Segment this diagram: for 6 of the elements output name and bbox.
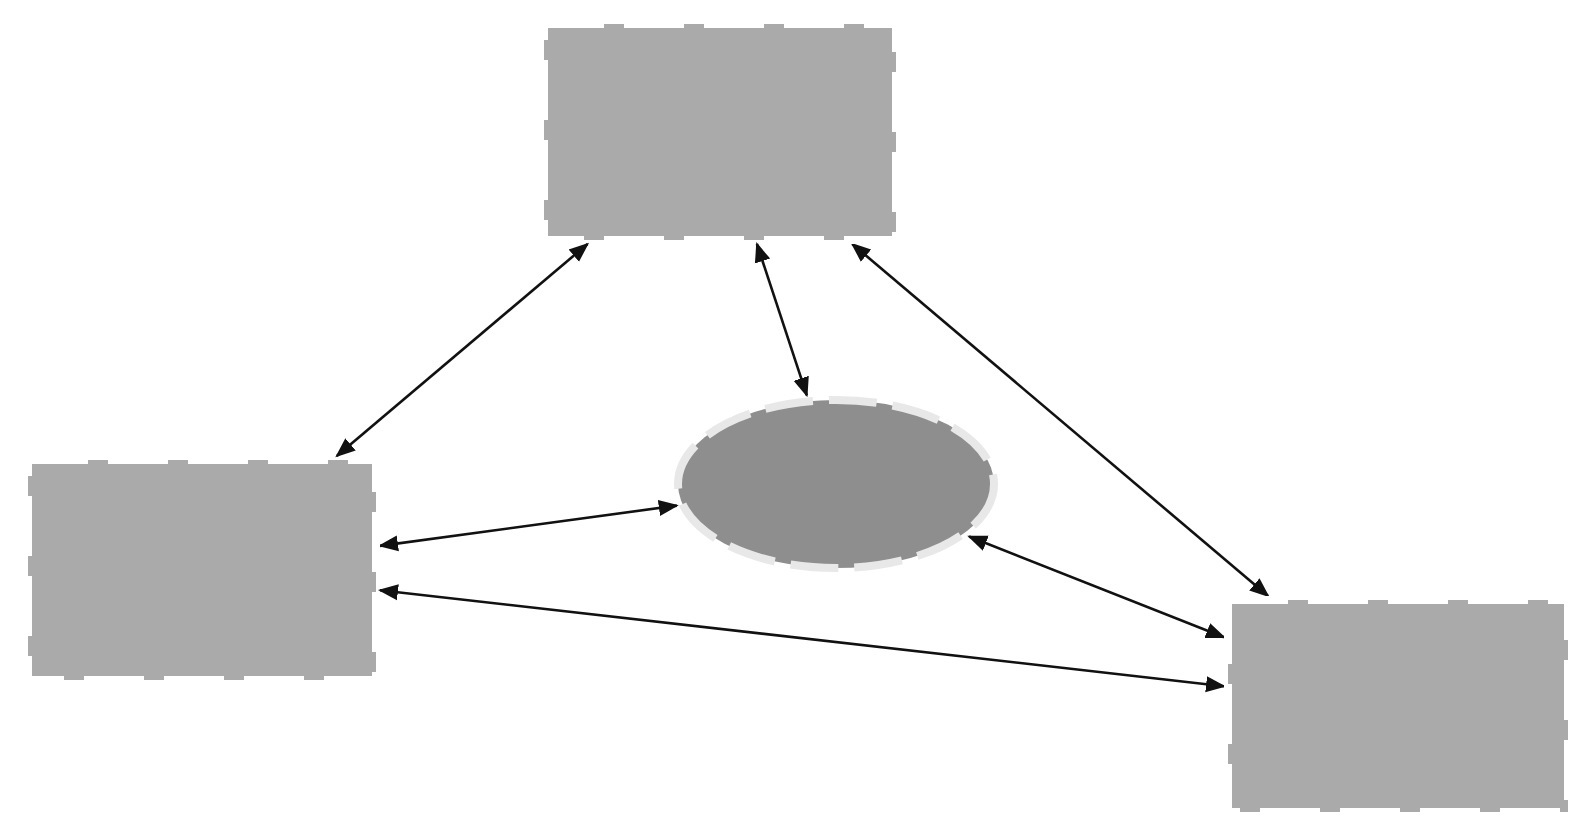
double-arrow xyxy=(335,242,590,458)
double-arrow xyxy=(754,242,809,398)
double-arrow xyxy=(850,242,1270,598)
double-arrow xyxy=(967,535,1226,639)
double-arrow xyxy=(378,500,679,552)
double-arrow xyxy=(378,584,1226,693)
